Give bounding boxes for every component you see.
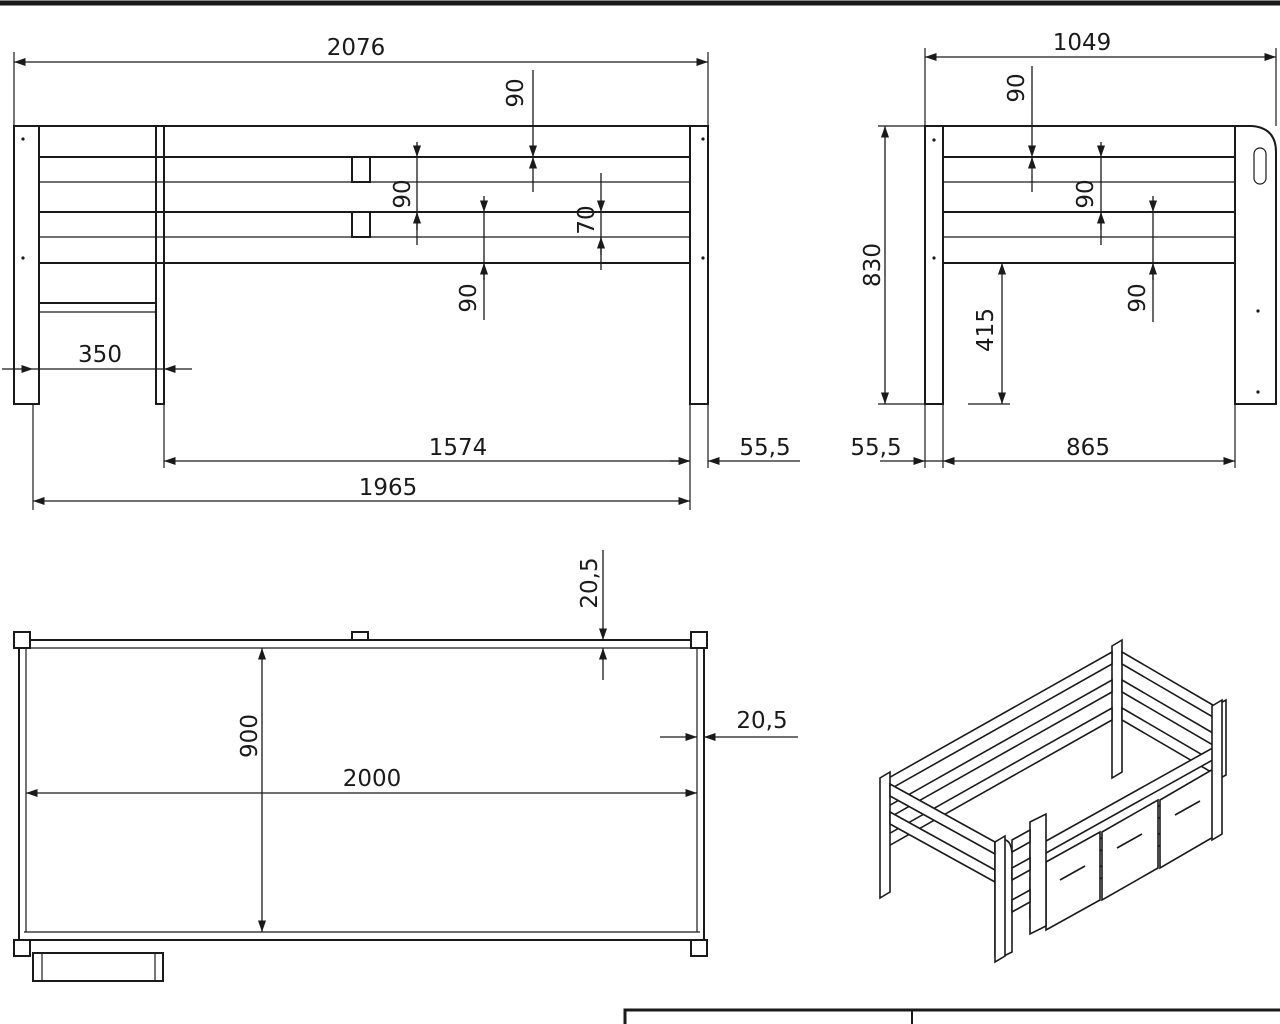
front-right-post [689,125,709,405]
dim-total-height: 830 [860,243,886,287]
dim-mattress-height: 415 [973,308,999,352]
dim-rail-low: 90 [1125,283,1151,312]
ladder-top [32,952,164,982]
side-left-post [924,125,944,405]
dim-leg-offset: 55,5 [739,435,790,461]
dim-rail-spacing-low: 90 [456,283,482,312]
dim-inner-length: 1965 [359,475,418,501]
corner-post [13,939,31,957]
dim-rail-mid: 90 [1073,179,1099,208]
corner-post [690,631,708,649]
dim-rail-height: 70 [574,205,600,234]
side-right-headboard [1234,125,1277,405]
dim-rail-spacing-mid: 90 [390,179,416,208]
front-ladder-post [155,125,165,405]
dim-top-inner-length: 2000 [343,766,402,792]
dim-overall-width: 1049 [1053,30,1112,56]
front-view: 2076 90 90 90 70 350 1574 55,5 1965 [2,35,800,510]
dim-side-leg-offset: 55,5 [850,435,901,461]
dim-top-inner-width: 900 [237,714,263,758]
front-left-post [13,125,40,405]
dim-side-inner-width: 865 [1066,435,1110,461]
dim-frame-offset-top: 20,5 [577,557,603,608]
top-view: 20,5 20,5 900 2000 [13,550,798,982]
corner-post [13,631,31,649]
corner-post [690,939,708,957]
dim-ladder-width: 350 [78,342,122,368]
dim-frame-offset-side: 20,5 [736,708,787,734]
title-block [623,1008,1280,1024]
dim-rail-spacing-top: 90 [503,78,529,107]
dim-inner-span: 1574 [429,435,488,461]
isometric-view [879,638,1227,964]
dim-rail-top: 90 [1004,73,1030,102]
dim-overall-length: 2076 [327,35,386,61]
side-view: 1049 90 90 90 830 415 55,5 865 [850,30,1277,468]
